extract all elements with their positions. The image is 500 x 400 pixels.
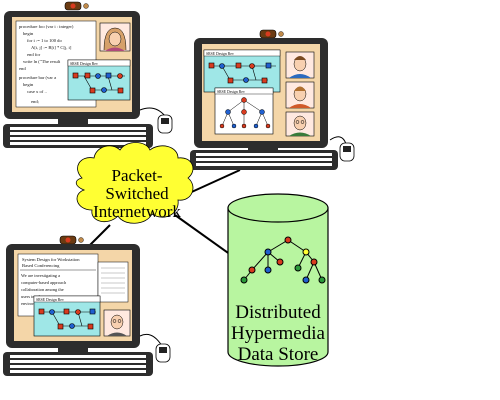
mouse-icon [139, 107, 173, 134]
camera-icon [59, 235, 84, 245]
graph-panel [33, 295, 101, 337]
cloud-shape [75, 142, 194, 224]
keyboard-icon [3, 352, 153, 376]
code-line: case x of .. [27, 89, 47, 94]
store-label-line-1: Distributed [235, 302, 321, 323]
doc-line: environment. [21, 301, 44, 306]
monitor-stand [58, 118, 88, 124]
code-listing: procedure foo (var i : integer) begin fo… [19, 24, 74, 104]
cloud-label-line-2: Switched [105, 184, 169, 203]
code-line: A[i, j] := B[i] * C[j, i] [31, 45, 72, 51]
graph-panel [203, 49, 281, 93]
panel-title: SRSE Design Rev [70, 62, 98, 66]
data-store-cylinder: Distributed Hypermedia Data Store [227, 193, 329, 367]
person-portrait-icon [103, 309, 131, 337]
cylinder-top [227, 193, 329, 223]
graph-diagram [38, 308, 96, 330]
doc-line: collaboration among the [21, 287, 64, 292]
mouse-icon [329, 136, 355, 162]
panel-title: SRSE Design Rev [36, 298, 64, 302]
person-portrait-icon [285, 111, 315, 137]
code-line: begin [23, 31, 34, 36]
code-line: begin [23, 82, 34, 87]
doc-title: Based Conferencing [22, 263, 60, 268]
link-bottom-left [89, 224, 111, 246]
monitor-stand [58, 347, 88, 353]
hypermedia-tree-icon [240, 236, 326, 284]
doc-title: System Design for Workstation [22, 257, 80, 262]
camera-icon [259, 29, 284, 39]
cloud-label-line-1: Packet- [112, 166, 163, 185]
code-line: for i := 1 to 100 do [27, 38, 62, 43]
workstation-top-left: procedure foo (var i : integer) begin fo… [3, 1, 173, 148]
person-portrait-icon [99, 22, 131, 52]
person-portrait-icon [285, 81, 315, 109]
workstation-bottom-left: System Design for Workstation Based Conf… [3, 235, 171, 376]
cylinder-body [227, 207, 329, 367]
camera-icon [64, 1, 89, 11]
code-line: write ln ("The result [23, 59, 61, 64]
store-label-line-3: Data Store [238, 344, 319, 365]
tree-diagram [219, 97, 271, 129]
doc-line: computer-based approach [21, 280, 67, 285]
code-line: procedure bar (var a [19, 75, 56, 80]
link-top-right [184, 169, 241, 196]
side-document [97, 261, 129, 303]
graph-diagram [208, 62, 276, 84]
internetwork-cloud: Packet- Switched Internetwork [75, 142, 194, 224]
doc-line: We are investigating a [21, 273, 60, 278]
store-label-line-2: Hypermedia [231, 323, 325, 344]
code-line: end; [31, 99, 39, 104]
graph-diagram [72, 72, 125, 94]
code-line: procedure foo (var i : integer) [19, 24, 74, 29]
panel-title: SRSE Design Rev [217, 90, 245, 94]
person-portrait-icon [285, 51, 315, 79]
code-line: end [19, 66, 26, 71]
panel-title: SRSE Design Rev [206, 52, 234, 56]
keyboard-icon [3, 124, 153, 148]
code-line: end for [27, 52, 41, 57]
workstation-top-right: SRSE Design Rev SRSE Design Rev [190, 29, 355, 170]
keyboard-icon [190, 150, 338, 170]
mouse-icon [139, 333, 171, 363]
graph-panel [67, 59, 131, 101]
cloud-label-line-3: Internetwork [93, 202, 181, 221]
